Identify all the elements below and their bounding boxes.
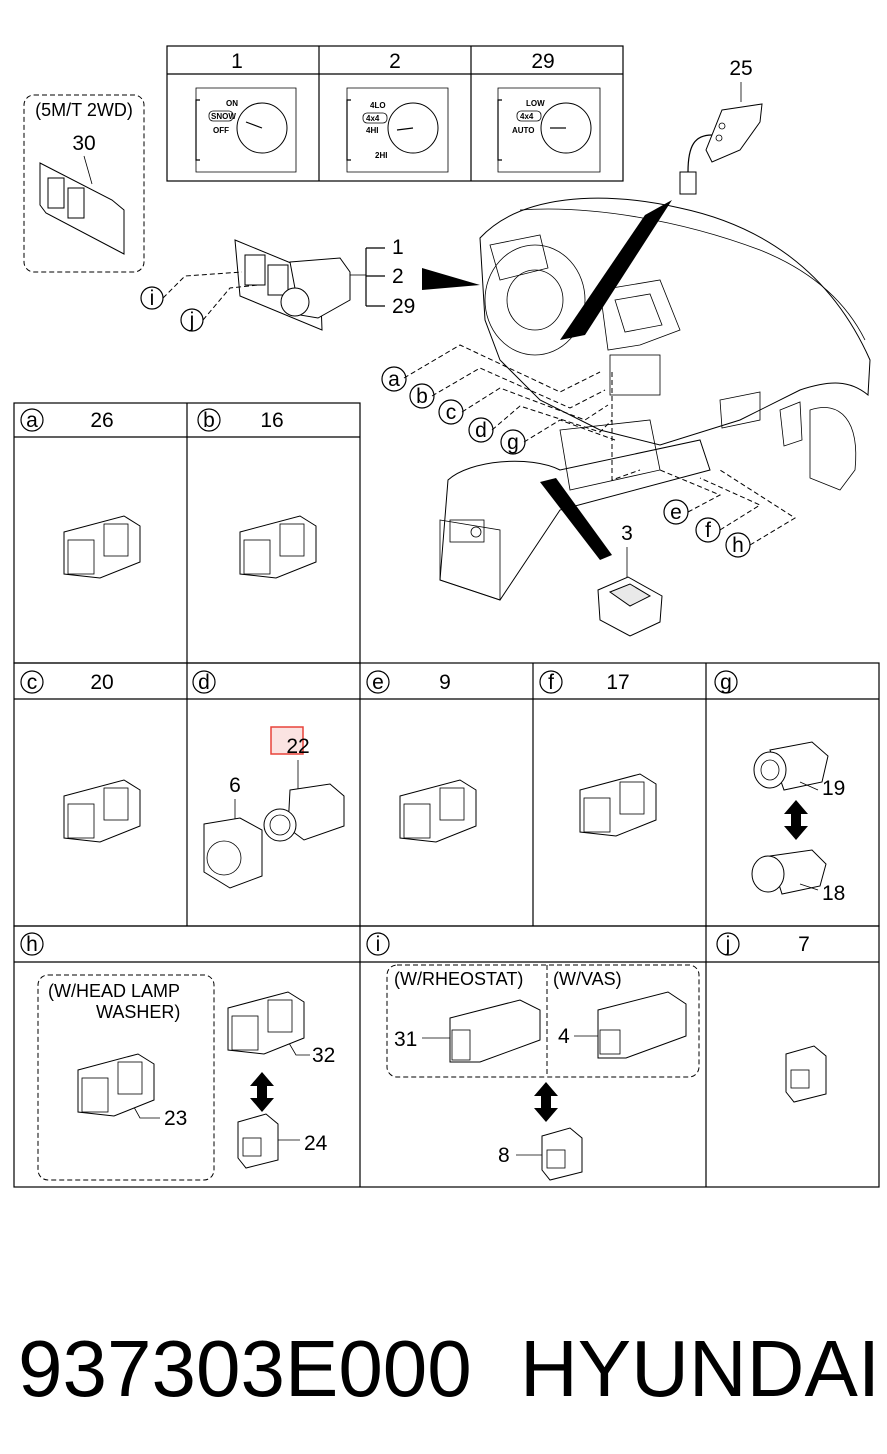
part-number: 937303E000: [18, 1324, 472, 1413]
remote-switch-25: 25: [679, 57, 763, 195]
switch-shapes: [63, 515, 657, 1117]
label-snow: SNOW: [211, 112, 236, 121]
cell-j: j 7: [716, 932, 827, 1103]
swap-arrow-h: [250, 1072, 274, 1112]
cell-e: e 9: [366, 670, 451, 694]
swap-arrow-i: [534, 1082, 558, 1122]
label-4x4b: 4x4: [520, 112, 534, 121]
note-headlamp-2: WASHER): [96, 1002, 180, 1022]
knob-variant-table: 1 2 29 ON SNOW OFF 4LO 4x4 4HI 2HI: [166, 45, 624, 182]
callout-18: 18: [822, 882, 845, 905]
switch-16: [239, 515, 317, 579]
callout-25: 25: [729, 57, 752, 80]
callout-6: 6: [229, 774, 241, 797]
header-29: 29: [531, 50, 554, 73]
cell-c-letter: c: [27, 671, 38, 694]
callout-4: 4: [558, 1025, 570, 1048]
callout-f: f: [705, 519, 711, 542]
cell-f: f 17: [539, 670, 630, 694]
cell-e-number: 9: [439, 671, 451, 694]
grid-row-3: [13, 925, 880, 1188]
callout-j: j: [189, 309, 195, 332]
cell-a-number: 26: [90, 409, 113, 432]
dashboard-illustration: [439, 197, 871, 601]
callout-31: 31: [394, 1028, 417, 1051]
header-1: 1: [231, 50, 243, 73]
note-headlamp-1: (W/HEAD LAMP: [48, 981, 180, 1001]
switch-26: [63, 515, 141, 579]
brand-name: HYUNDAI: [520, 1324, 880, 1413]
knob-panel-29: LOW 4x4 AUTO: [497, 87, 601, 173]
label-auto: AUTO: [512, 126, 535, 135]
callout-h: h: [732, 534, 744, 557]
callout-1: 1: [392, 236, 404, 259]
cell-h-letter: h: [26, 933, 38, 956]
cell-a-letter: a: [26, 409, 38, 432]
cell-d: d 22 6: [192, 670, 345, 889]
switch-32: [227, 991, 305, 1055]
label-2hi: 2HI: [375, 151, 387, 160]
callout-b: b: [416, 385, 428, 408]
cell-b-letter: b: [203, 409, 215, 432]
label-low: LOW: [526, 99, 545, 108]
cell-g: g 19 18: [714, 670, 845, 905]
header-2: 2: [389, 50, 401, 73]
callout-c: c: [446, 401, 457, 424]
cell-j-number: 7: [798, 933, 810, 956]
cell-a: a 26: [20, 408, 114, 432]
dashboard-callouts: a b c d g e f h: [381, 366, 751, 558]
label-4hi: 4HI: [366, 126, 378, 135]
variant-30-number: 30: [72, 132, 95, 155]
callout-g: g: [507, 431, 519, 454]
callout-19: 19: [822, 777, 845, 800]
cell-e-letter: e: [372, 671, 384, 694]
callout-e: e: [670, 501, 682, 524]
swap-arrow-g: [784, 800, 808, 840]
highlight-box: [270, 726, 304, 755]
callout-a: a: [388, 368, 400, 391]
cell-b-number: 16: [260, 409, 283, 432]
callout-d: d: [475, 419, 487, 442]
cell-h: h (W/HEAD LAMP WASHER) 32 23 24: [20, 932, 335, 1181]
switch-20: [63, 779, 141, 843]
callout-2: 2: [392, 265, 404, 288]
variant-30-label: (5M/T 2WD): [35, 100, 133, 120]
knob-assembly: 1 2 29 i j: [140, 236, 480, 332]
variant-30-box: (5M/T 2WD) 30: [23, 94, 145, 273]
cell-c-number: 20: [90, 671, 113, 694]
switch-9: [399, 779, 477, 843]
switch-23: [77, 1053, 155, 1117]
label-on: ON: [226, 99, 238, 108]
callout-24: 24: [304, 1132, 328, 1155]
leader-lines: [403, 344, 796, 546]
cell-f-number: 17: [606, 671, 629, 694]
callout-3: 3: [621, 522, 633, 545]
callout-22: 22: [286, 735, 309, 758]
tray-3: 3: [597, 522, 663, 637]
callout-29: 29: [392, 295, 415, 318]
cell-g-letter: g: [720, 671, 732, 694]
cell-i: i (W/RHEOSTAT) (W/VAS) 31 4 8: [366, 932, 700, 1181]
callout-32: 32: [312, 1044, 335, 1067]
label-off: OFF: [213, 126, 229, 135]
label-4x4: 4x4: [366, 114, 380, 123]
callout-i: i: [150, 287, 155, 310]
knob-panel-1: ON SNOW OFF: [195, 87, 297, 173]
cell-d-letter: d: [198, 671, 210, 694]
cell-f-letter: f: [548, 671, 554, 694]
label-4lo: 4LO: [370, 101, 386, 110]
knob-panel-2: 4LO 4x4 4HI 2HI: [346, 87, 449, 173]
note-rheostat: (W/RHEOSTAT): [394, 969, 523, 989]
cell-i-letter: i: [376, 933, 381, 956]
cell-j-letter: j: [725, 933, 731, 956]
cell-b: b 16: [197, 408, 284, 432]
callout-23: 23: [164, 1107, 187, 1130]
callout-8: 8: [498, 1144, 510, 1167]
cell-c: c 20: [20, 670, 114, 694]
note-vas: (W/VAS): [553, 969, 622, 989]
switch-17: [579, 773, 657, 837]
